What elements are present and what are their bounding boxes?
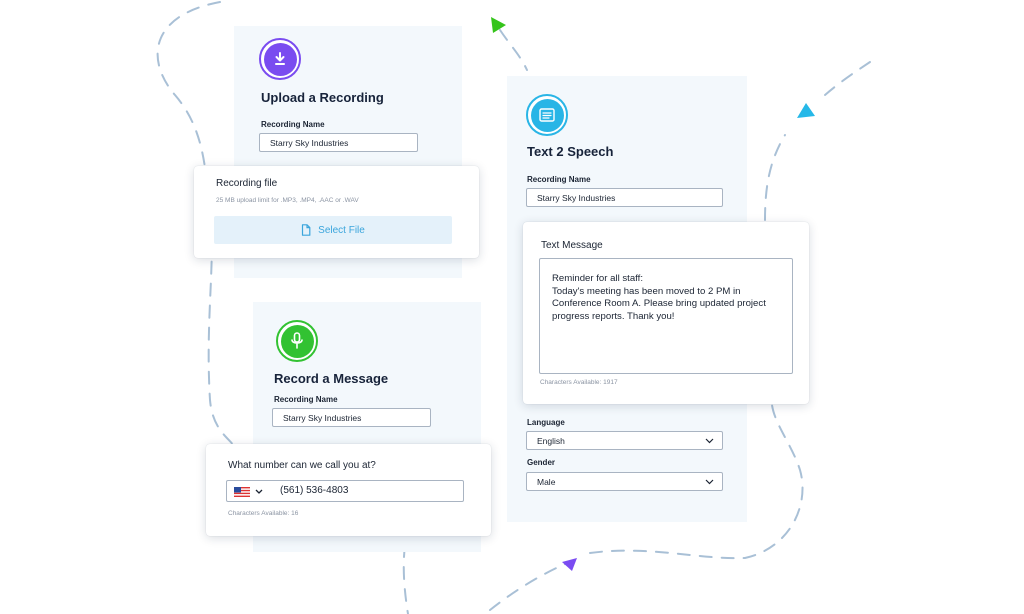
text-speech-icon-badge [526, 94, 568, 136]
phone-number-value: (561) 536-4803 [280, 485, 349, 496]
record-message-title: Record a Message [274, 371, 389, 386]
gender-value: Male [537, 476, 556, 487]
microphone-icon [291, 332, 303, 349]
dashed-path-bottom [489, 561, 571, 611]
language-label: Language [527, 418, 565, 427]
gender-label: Gender [527, 458, 556, 467]
upload-icon-badge [259, 38, 301, 80]
recording-file-hint: 25 MB upload limit for .MP3, .MP4, .AAC … [216, 197, 359, 204]
record-message-name-label: Recording Name [274, 395, 338, 404]
country-selector[interactable] [234, 486, 270, 498]
arrow-cyan-icon [797, 103, 815, 118]
language-value: English [537, 435, 565, 446]
phone-number-heading: What number can we call you at? [228, 460, 376, 471]
record-message-name-input[interactable]: Starry Sky Industries [272, 408, 431, 427]
phone-number-card: What number can we call you at? (561) 53… [206, 444, 491, 536]
upload-recording-title: Upload a Recording [261, 90, 384, 105]
language-select[interactable]: English [526, 431, 723, 450]
arrow-green-icon [491, 17, 506, 33]
dashed-path-left [156, 1, 236, 451]
arrow-purple-icon [562, 558, 577, 571]
dashed-path-top-right [824, 61, 871, 96]
text-speech-name-input[interactable]: Starry Sky Industries [526, 188, 723, 207]
recording-file-card: Recording file 25 MB upload limit for .M… [194, 166, 479, 258]
dashed-path-bottom-right [589, 404, 804, 560]
upload-recording-name-input[interactable]: Starry Sky Industries [259, 133, 418, 152]
select-file-label: Select File [318, 224, 365, 236]
upload-recording-name-label: Recording Name [261, 120, 325, 129]
text-speech-name-label: Recording Name [527, 175, 591, 184]
dashed-path-bottom-left [402, 544, 409, 614]
gender-select[interactable]: Male [526, 472, 723, 491]
recording-file-heading: Recording file [216, 178, 278, 189]
text-to-speech-title: Text 2 Speech [527, 144, 614, 159]
text-document-icon [539, 108, 555, 122]
dashed-path-top [499, 29, 528, 71]
chevron-down-icon [255, 489, 263, 494]
text-message-textarea[interactable]: Reminder for all staff: Today's meeting … [539, 258, 793, 374]
record-icon-badge [276, 320, 318, 362]
phone-number-input[interactable]: (561) 536-4803 [226, 480, 464, 502]
download-icon [275, 52, 285, 65]
language-chevron-down-icon [705, 438, 714, 443]
text-message-heading: Text Message [541, 240, 603, 251]
file-icon [302, 224, 311, 236]
message-chars-available: Characters Available: 1917 [540, 379, 618, 386]
text-message-card: Text Message Reminder for all staff: Tod… [523, 222, 809, 404]
us-flag-icon [234, 487, 250, 497]
phone-chars-available: Characters Available: 16 [228, 510, 299, 517]
gender-chevron-down-icon [705, 479, 714, 484]
dashed-path-right [764, 134, 786, 221]
select-file-button[interactable]: Select File [214, 216, 452, 244]
